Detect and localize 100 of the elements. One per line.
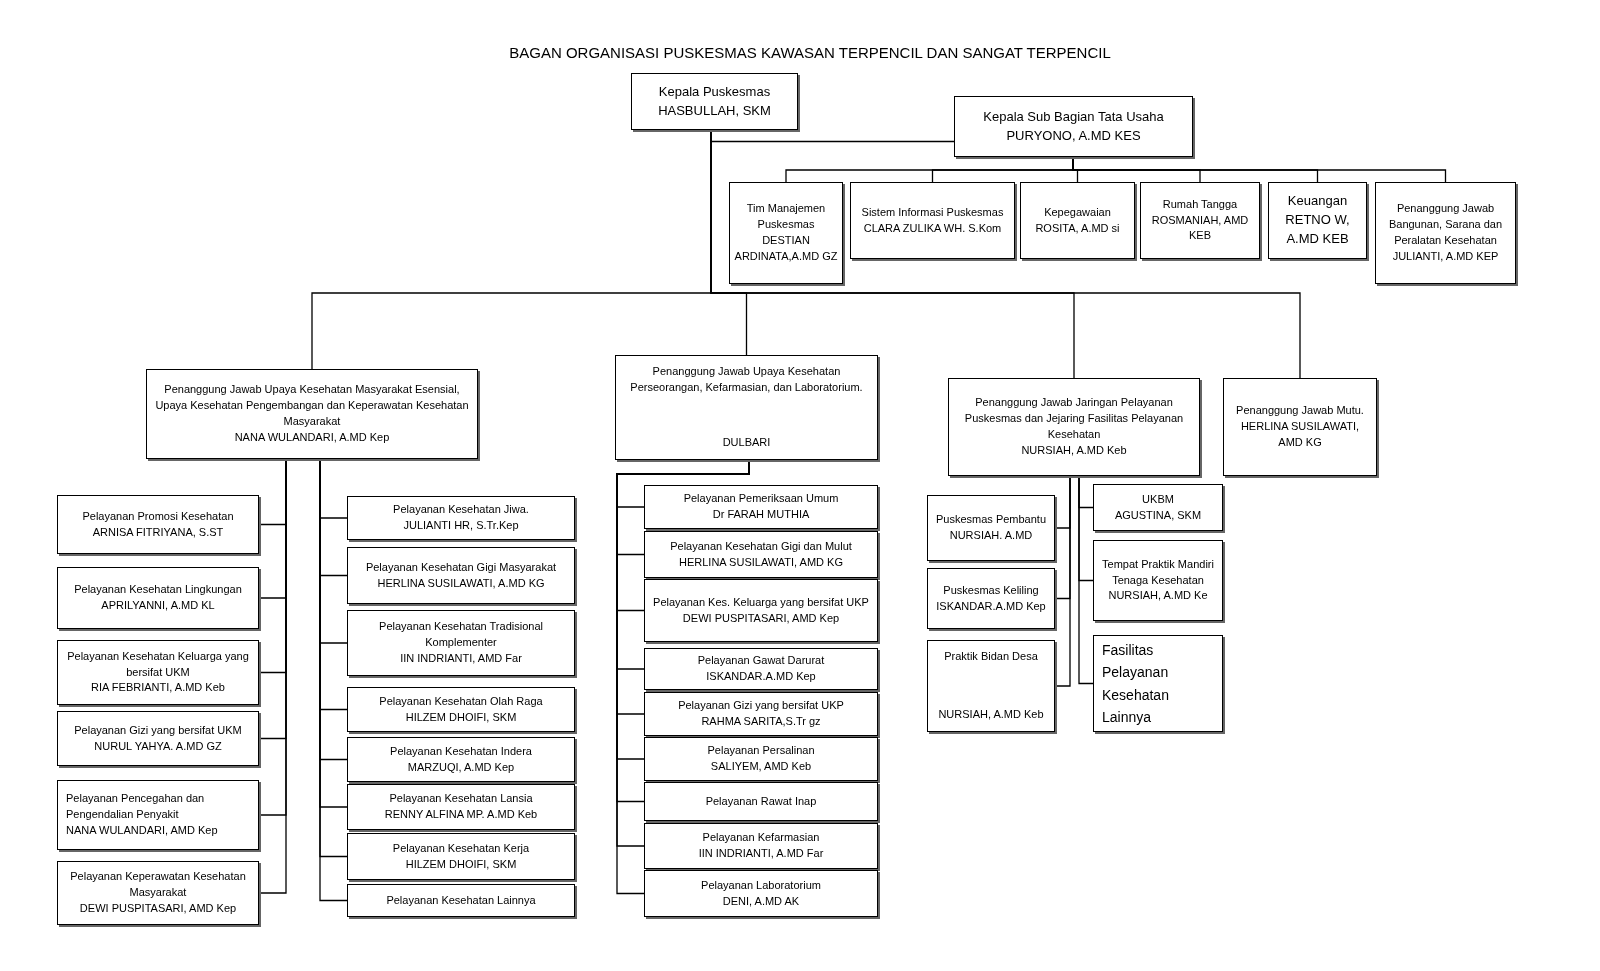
staff-name: AGUSTINA, SKM xyxy=(1114,507,1202,523)
org-box xyxy=(1375,182,1516,284)
org-box xyxy=(1268,182,1367,259)
staff-name: RIA FEBRIANTI, A.MD Keb xyxy=(91,680,225,696)
org-box xyxy=(927,568,1055,629)
unit-title: Pelayanan Pemeriksaan Umum xyxy=(683,491,839,507)
staff-name: APRILYANNI, A.MD KL xyxy=(101,598,215,613)
org-box xyxy=(1020,182,1135,259)
staff-name: ISKANDAR.A.MD Kep xyxy=(706,669,816,684)
org-box xyxy=(644,737,878,781)
unit-title: Pelayanan Kesehatan Lainnya xyxy=(386,892,536,908)
org-box xyxy=(927,495,1055,561)
org-box xyxy=(57,640,259,705)
unit-title: Pelayanan Kesehatan Olah Raga xyxy=(379,693,543,709)
staff-name: NURSIAH, A.MD Keb xyxy=(938,707,1044,723)
unit-title: Sistem Informasi Puskesmas xyxy=(861,204,1004,220)
org-box xyxy=(631,73,798,130)
unit-title: Pelayanan Keperawatan Kesehatan Masyarakat xyxy=(69,869,247,901)
org-box xyxy=(1093,635,1223,732)
org-box xyxy=(347,833,575,880)
staff-name: MARZUQI, A.MD Kep xyxy=(407,759,515,775)
connector-line xyxy=(1078,475,1094,685)
staff-name: NURUL YAHYA. A.MD GZ xyxy=(94,738,222,754)
org-box xyxy=(644,531,878,578)
org-box xyxy=(948,378,1200,476)
org-box xyxy=(146,369,478,459)
connector-line xyxy=(1054,475,1071,687)
staff-name: SALIYEM, AMD Keb xyxy=(710,759,812,774)
unit-title: Pelayanan Rawat Inap xyxy=(705,793,817,809)
unit-title: Pelayanan Kesehatan Kerja xyxy=(392,840,530,856)
unit-title: Pelayanan Promosi Kesehatan xyxy=(82,508,234,524)
org-box xyxy=(347,496,575,540)
org-box xyxy=(57,567,259,629)
unit-title: Pelayanan Kesehatan Tradisional Komplementer xyxy=(378,619,544,651)
unit-title: Pelayanan Kesehatan Keluarga yang bersifat UKM xyxy=(66,648,250,680)
staff-name: ROSMANIAH, AMD KEB xyxy=(1150,212,1250,244)
org-box xyxy=(644,485,878,529)
unit-title: Pelayanan Persalinan xyxy=(707,743,815,759)
staff-name: DEWI PUSPITASARI, AMD Kep xyxy=(682,610,840,626)
staff-name: HASBULLAH, SKM xyxy=(658,101,771,120)
org-box xyxy=(954,96,1193,157)
staff-name: HERLINA SUSILAWATI, AMD KG xyxy=(679,554,843,570)
org-box xyxy=(347,687,575,732)
unit-title: Puskesmas Keliling xyxy=(943,582,1039,598)
staff-name: HILZEM DHOIFI, SKM xyxy=(405,709,517,725)
staff-name: RETNO W, A.MD KEB xyxy=(1284,211,1351,248)
unit-title: Pelayanan Kesehatan Gigi dan Mulut xyxy=(670,538,852,554)
staff-name: HERLINA SUSILAWATI, AMD KG xyxy=(1239,419,1361,450)
unit-title: Pelayanan Kesehatan Indera xyxy=(390,743,532,759)
org-box xyxy=(927,640,1055,732)
staff-name: CLARA ZULIKA WH. S.Kom xyxy=(863,220,1002,236)
org-box xyxy=(644,692,878,736)
unit-title: Puskesmas Pembantu xyxy=(935,512,1047,528)
org-box xyxy=(57,495,259,554)
org-box xyxy=(644,870,878,917)
org-box xyxy=(850,182,1015,259)
org-box xyxy=(347,784,575,830)
staff-name: HILZEM DHOIFI, SKM xyxy=(405,856,517,872)
org-box xyxy=(57,711,259,766)
staff-name: HERLINA SUSILAWATI, A.MD KG xyxy=(377,575,545,591)
chart-title: BAGAN ORGANISASI PUSKESMAS KAWASAN TERPENCIL DAN SANGAT TERPENCIL xyxy=(508,43,1112,63)
unit-title: Kepegawaian xyxy=(1044,204,1111,220)
unit-title: Pelayanan Kesehatan Lingkungan xyxy=(74,582,242,598)
unit-title: Pelayanan Kesehatan Gigi Masyarakat xyxy=(365,559,557,575)
org-box xyxy=(347,547,575,604)
staff-name: ARNISA FITRIYANA, S.ST xyxy=(92,524,224,540)
unit-title: Praktik Bidan Desa xyxy=(944,649,1038,664)
unit-title: Pelayanan Kefarmasian xyxy=(702,830,820,846)
unit-title: Keuangan xyxy=(1287,192,1348,211)
unit-title: Kepala Puskesmas xyxy=(658,82,771,101)
unit-title: Penanggung Jawab Upaya Kesehatan Perseorangan, Kefarmasian, dan Laboratorium. xyxy=(629,364,864,395)
staff-name: RENNY ALFINA MP. A.MD Keb xyxy=(384,807,538,822)
unit-title: Rumah Tangga xyxy=(1162,196,1238,212)
org-box xyxy=(347,884,575,917)
org-box xyxy=(57,861,259,925)
unit-title: UKBM xyxy=(1142,491,1174,507)
org-box xyxy=(1223,378,1377,476)
staff-name: NANA WULANDARI, AMD Kep xyxy=(66,822,218,838)
staff-name: ROSITA, A.MD si xyxy=(1035,220,1120,236)
staff-name: NURSIAH, A.MD Keb xyxy=(1021,442,1127,458)
unit-title: Tim Manajemen Puskesmas xyxy=(745,201,827,233)
org-box xyxy=(644,823,878,869)
staff-name: IIN INDRIANTI, AMD Far xyxy=(400,650,522,666)
unit-title: Penanggung Jawab Mutu. xyxy=(1236,403,1364,419)
org-box xyxy=(347,610,575,676)
unit-title: Kepala Sub Bagian Tata Usaha xyxy=(983,107,1164,126)
unit-title: Pelayanan Gizi yang bersifat UKP xyxy=(678,698,844,714)
staff-name: JULIANTI, A.MD KEP xyxy=(1392,248,1499,264)
org-box xyxy=(729,182,843,284)
staff-name: NANA WULANDARI, A.MD Kep xyxy=(234,429,390,445)
unit-title: Pelayanan Laboratorium xyxy=(701,877,821,893)
org-box xyxy=(644,579,878,642)
staff-name: Dr FARAH MUTHIA xyxy=(712,507,810,522)
unit-title: Fasilitas Pelayanan Kesehatan Lainnya xyxy=(1102,640,1170,727)
unit-title: Pelayanan Gizi yang bersifat UKM xyxy=(74,722,242,738)
org-box xyxy=(1140,182,1260,259)
org-box xyxy=(644,648,878,690)
staff-name: DENI, A.MD AK xyxy=(722,893,800,909)
staff-name: NURSIAH. A.MD xyxy=(949,528,1033,543)
staff-name: DESTIAN ARDINATA,A.MD GZ xyxy=(734,233,838,264)
